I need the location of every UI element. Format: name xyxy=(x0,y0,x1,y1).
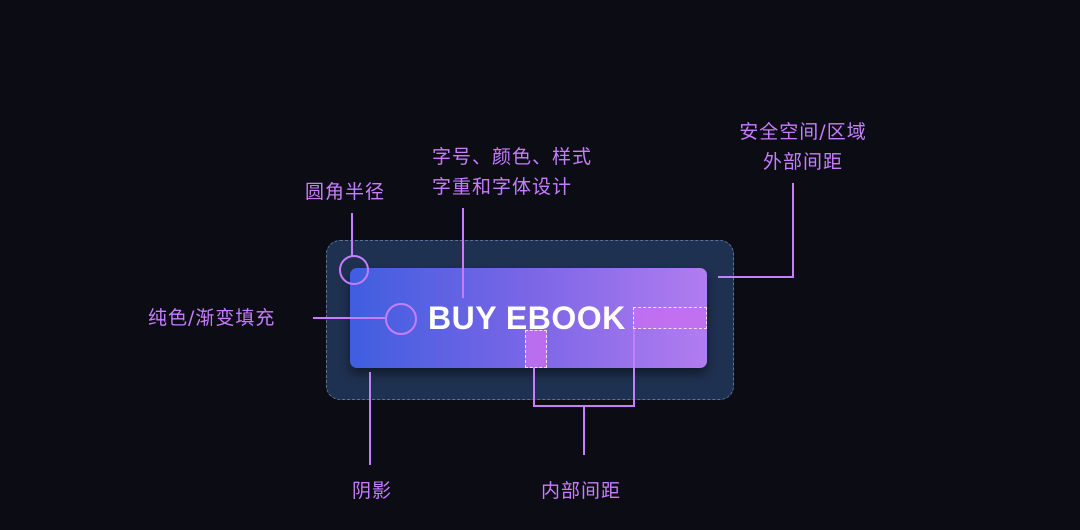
fill-marker xyxy=(385,303,417,335)
inner-padding-label: 内部间距 xyxy=(541,480,622,502)
typography-label: 字号、颜色、样式 字重和字体设计 xyxy=(432,146,593,198)
shadow-label: 阴影 xyxy=(352,480,393,502)
vertical-padding-outline xyxy=(525,330,547,368)
safe-area-label: 安全空间/区域 外部间距 xyxy=(739,121,867,173)
safe-area-connector xyxy=(718,183,794,278)
horizontal-padding-indicator xyxy=(633,307,707,329)
vertical-padding-indicator xyxy=(525,330,547,368)
horizontal-padding-outline xyxy=(633,307,707,329)
corner-radius-marker xyxy=(339,255,369,285)
fill-label: 纯色/渐变填充 xyxy=(148,307,276,329)
corner-radius-label: 圆角半径 xyxy=(305,181,386,203)
inner-padding-connector xyxy=(533,329,635,407)
